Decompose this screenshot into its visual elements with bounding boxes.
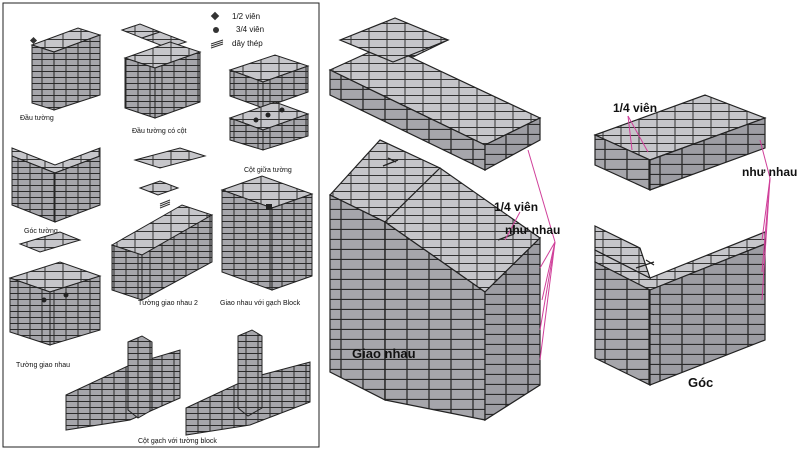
corner-sketch — [11, 147, 101, 223]
wall-end-sketch — [29, 27, 102, 111]
column-block-wall-sketch — [65, 329, 311, 436]
caption-corner: Góc tường — [24, 228, 58, 235]
junction-2-sketch — [110, 147, 214, 301]
caption-junction-block: Giao nhau với gạch Block — [220, 300, 301, 307]
junction-leaders — [504, 149, 556, 361]
mid-column-sketch — [228, 54, 310, 151]
three-quarter-marker-icon — [213, 27, 219, 33]
junction-sketch — [8, 231, 102, 346]
junction-title: Giao nhau — [352, 346, 416, 361]
steel-wire-icon — [210, 39, 224, 49]
legend-steel-wire: dây thép — [232, 39, 263, 48]
caption-brick-column-block-wall: Cột gạch với tường block — [138, 438, 217, 445]
corner-title: Góc — [688, 375, 713, 390]
caption-wall-end: Đầu tường — [20, 113, 54, 122]
junction-quarter-label: 1/4 viên — [494, 200, 538, 214]
corner-figure — [593, 94, 767, 386]
corner-leaders — [627, 115, 771, 301]
caption-junction-2: Tường giao nhau 2 — [138, 300, 198, 307]
corner-quarter-label: 1/4 viên — [613, 101, 657, 115]
caption-junction: Tường giao nhau — [16, 362, 70, 369]
caption-mid-column: Cột giữa tường — [244, 167, 292, 174]
junction-same-label: như nhau — [505, 223, 560, 237]
wall-end-column-sketch — [120, 23, 202, 119]
legend-half-brick: 1/2 viên — [232, 12, 260, 21]
caption-wall-end-with-column: Đầu tường có cột — [132, 126, 186, 135]
legend-three-quarter-brick: 3/4 viên — [236, 25, 264, 34]
corner-same-label: như nhau — [742, 165, 797, 179]
junction-figure — [328, 17, 542, 422]
junction-block-sketch — [220, 175, 314, 291]
